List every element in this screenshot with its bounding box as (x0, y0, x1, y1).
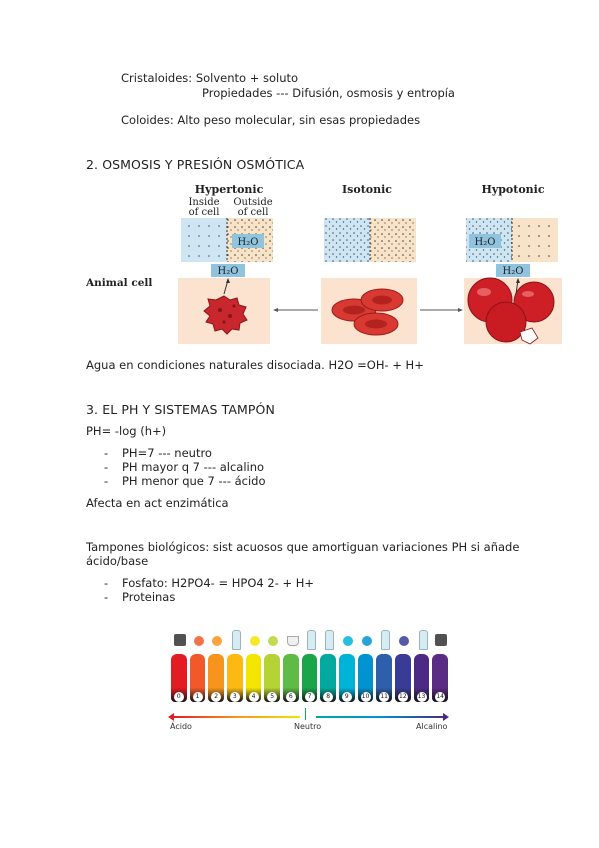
ph-number-0: 0 (173, 692, 184, 702)
acid-arrow (172, 716, 300, 718)
outside-label: Outside (233, 197, 272, 208)
ph-number-13: 13 (416, 692, 427, 702)
ph-number-1: 1 (192, 692, 203, 702)
cristaloides-line: Cristaloides: Solvento + soluto (121, 71, 299, 85)
h2o-hypertonic-label: H₂O (238, 237, 259, 248)
ph-number-5: 5 (267, 692, 278, 702)
ph-number-9: 9 (341, 692, 352, 702)
h2o-hypotonic-bottom-label: H₂O (503, 266, 524, 277)
acid-arrowhead (168, 713, 174, 721)
hypotonic-label: Hypotonic (481, 183, 544, 196)
hypotonic-box: H₂O H₂O (466, 218, 558, 277)
ph-item-icon (399, 636, 409, 646)
ph-tube-13 (413, 654, 430, 702)
of-cell-outside-label: of cell (238, 207, 269, 218)
ph-tube-8 (320, 654, 336, 702)
ph-tube-12 (395, 654, 411, 702)
isotonic-box (324, 218, 416, 262)
ph-tube-2 (208, 654, 224, 702)
ph-number-8: 8 (323, 692, 334, 702)
ph-item-icon (361, 636, 372, 646)
hypertonic-label: Hypertonic (195, 183, 264, 196)
ph-item-icon (268, 636, 279, 646)
ph-number-12: 12 (397, 692, 408, 702)
ph-tube-1 (189, 654, 206, 702)
coloides-line: Coloides: Alto peso molecular, sin esas … (121, 113, 421, 127)
ph-item-icon (232, 630, 241, 650)
ph-number-6: 6 (285, 692, 296, 702)
ph-item-icon (287, 636, 299, 646)
bullet-neutral: PH=7 --- neutro (122, 446, 212, 460)
afecta-line: Afecta en act enzimática (86, 496, 229, 510)
ph-number-3: 3 (229, 692, 240, 702)
inside-label: Inside (188, 197, 219, 208)
lysed-cell (467, 277, 555, 345)
isotonic-label: Isotonic (342, 183, 392, 196)
ph-item-icon (212, 636, 223, 646)
normal-cells (331, 288, 404, 336)
section-2-heading: 2. OSMOSIS Y PRESIÓN OSMÓTICA (86, 157, 305, 172)
tampones-line-2: ácido/base (86, 554, 149, 568)
ph-tube-3 (227, 654, 243, 702)
ph-tube-10 (357, 654, 374, 702)
bullet-dash: - (104, 474, 109, 488)
ph-tube-14 (432, 654, 448, 702)
ph-item-icon (381, 630, 391, 650)
ph-tube-7 (301, 654, 318, 702)
ph-tube-0 (171, 654, 187, 702)
propiedades-line: Propiedades --- Difusión, osmosis y entr… (202, 86, 455, 100)
ph-item-icon (343, 636, 353, 646)
ph-tube-6 (283, 654, 299, 702)
hypertonic-box: H₂O H₂O (181, 218, 273, 277)
bullet-dash: - (104, 446, 109, 460)
ph-number-4: 4 (248, 692, 259, 702)
alkaline-arrowhead (443, 713, 449, 721)
ph-number-14: 14 (435, 692, 446, 702)
bullet-proteinas: Proteinas (122, 590, 176, 604)
bullet-dash: - (104, 590, 109, 604)
ph-item-icon (193, 636, 204, 646)
ph-tube-4 (245, 654, 262, 702)
water-caption: Agua en condiciones naturales disociada.… (86, 358, 424, 372)
ph-item-icon (174, 634, 186, 646)
ph-number-11: 11 (379, 692, 390, 702)
alkaline-label: Alcalino (416, 722, 448, 731)
ph-formula: PH= -log (h+) (86, 424, 167, 438)
ph-item-icon (306, 630, 316, 650)
of-cell-inside-label: of cell (189, 207, 220, 218)
bullet-dash: - (104, 576, 109, 590)
neutral-marker (305, 708, 306, 720)
bullet-dash: - (104, 460, 109, 474)
ph-number-10: 10 (360, 692, 371, 702)
alkaline-arrow (316, 716, 444, 718)
bullet-acid: PH menor que 7 --- ácido (122, 474, 266, 488)
crenated-cell (203, 278, 248, 335)
ph-number-7: 7 (304, 692, 315, 702)
h2o-hypotonic-label: H₂O (475, 237, 496, 248)
h2o-hypertonic-bottom-label: H₂O (218, 266, 239, 277)
ph-item-icon (418, 630, 428, 650)
section-3-heading: 3. EL PH Y SISTEMAS TAMPÓN (86, 402, 275, 417)
acid-label: Ácido (170, 722, 192, 731)
ph-tube-9 (339, 654, 355, 702)
ph-item-icon (435, 634, 448, 646)
ph-item-icon (325, 630, 335, 650)
neutral-label: Neutro (294, 722, 322, 731)
ph-tube-5 (264, 654, 280, 702)
ph-item-icon (249, 636, 260, 646)
ph-item-icons (170, 622, 450, 652)
ph-number-2: 2 (211, 692, 222, 702)
bullet-alkaline: PH mayor q 7 --- alcalino (122, 460, 265, 474)
bullet-fosfato: Fosfato: H2PO4- = HPO4 2- + H+ (122, 576, 315, 590)
osmosis-figure: Hypertonic Inside of cell Outside of cel… (86, 183, 562, 345)
ph-tube-11 (376, 654, 392, 702)
animal-cell-label: Animal cell (86, 277, 152, 289)
tampones-line-1: Tampones biológicos: sist acuosos que am… (86, 540, 520, 554)
